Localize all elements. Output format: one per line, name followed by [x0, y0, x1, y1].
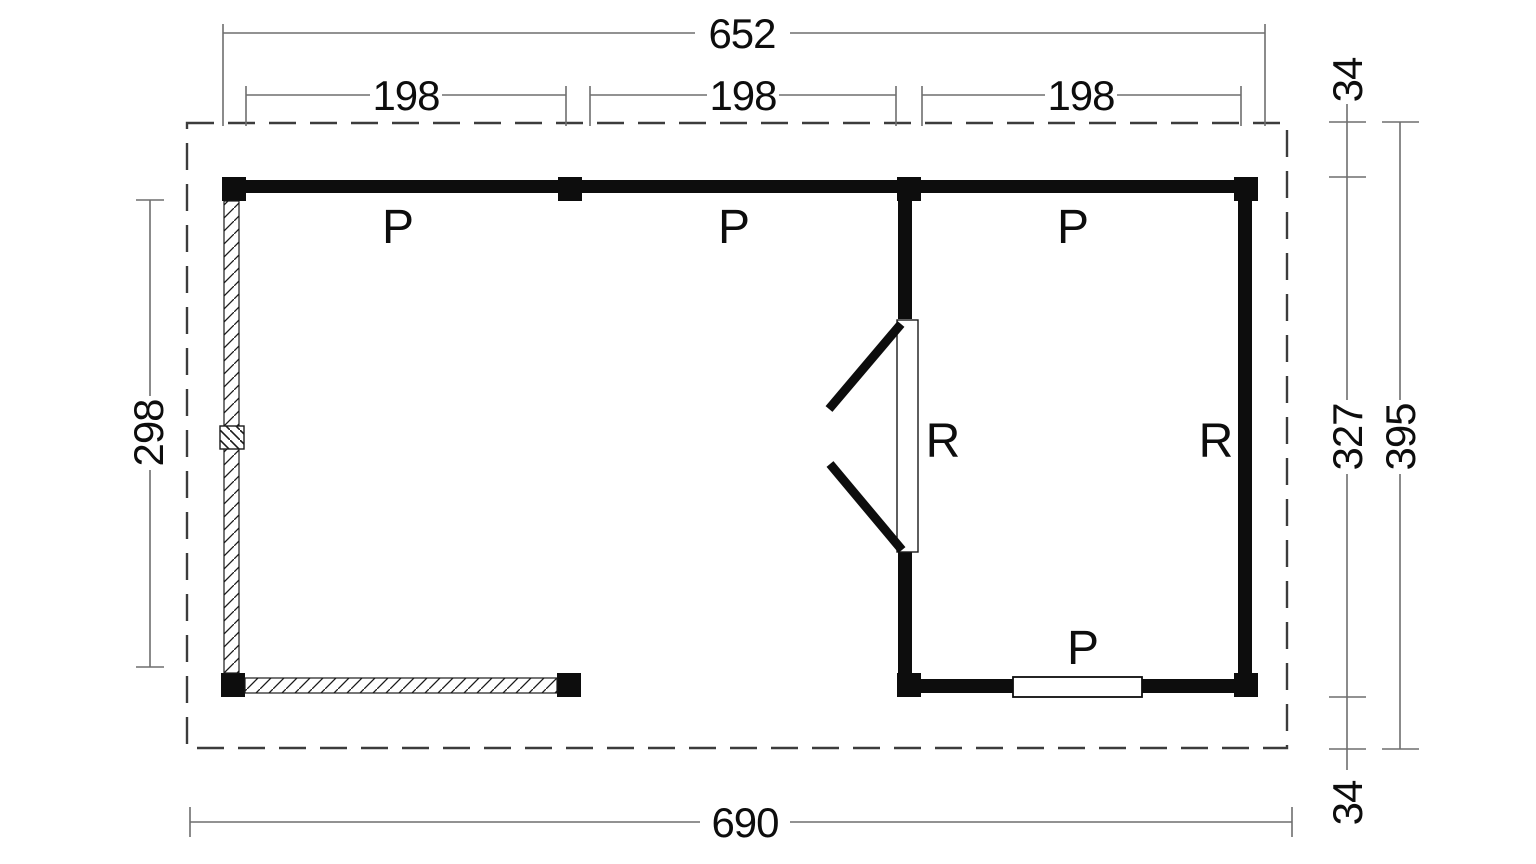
partition-wall-lower [898, 552, 912, 673]
dimension-value-bay-1: 198 [372, 72, 439, 119]
post-bottom-left [221, 673, 245, 697]
hatched-walls [219, 200, 558, 694]
left-wall-post-symbol [219, 425, 245, 450]
area-label-bay-top-left: P [382, 201, 414, 254]
post-bottom-right [1234, 673, 1258, 697]
dimension-left [136, 199, 164, 668]
post-top-mid-left [558, 177, 582, 201]
dimension-value-bay-3: 198 [1047, 72, 1114, 119]
area-label-bay-top-right: P [1057, 201, 1089, 254]
bottom-timber-wall [244, 677, 558, 694]
post-top-right [1234, 177, 1258, 201]
post-top-mid-right [897, 177, 921, 201]
solid-walls [221, 177, 1258, 697]
dimension-value-top-total: 652 [708, 10, 775, 57]
dimension-value-right-total-depth: 395 [1377, 403, 1424, 470]
area-label-room-at-door: R [926, 415, 961, 468]
dimension-value-left-depth: 298 [125, 399, 172, 466]
post-bottom-porch [557, 673, 581, 697]
dimension-value-bay-2: 198 [709, 72, 776, 119]
roof-outline-dashed [185, 121, 1289, 750]
dimension-right-inner [1329, 104, 1366, 770]
area-label-room-bottom: P [1067, 622, 1099, 675]
dimension-value-right-inner-depth: 327 [1324, 403, 1371, 470]
dimension-value-right-overhang-top: 34 [1324, 57, 1371, 102]
dimension-bottom-total [189, 807, 1293, 837]
door-leaf-bottom [826, 461, 906, 553]
area-label-room-at-right-wall: R [1199, 415, 1234, 468]
post-top-left [222, 177, 246, 201]
dimension-right-outer [1382, 121, 1419, 750]
door-leaf-top [825, 321, 905, 412]
dimension-value-right-overhang-bottom: 34 [1324, 780, 1371, 825]
door-frame [896, 319, 919, 553]
right-wall [1238, 201, 1252, 673]
post-bottom-mid [897, 673, 921, 697]
dimension-top-total [222, 24, 1266, 126]
partition-wall-upper [898, 201, 912, 319]
top-beam [222, 180, 1258, 193]
dimension-value-bottom-total: 690 [711, 799, 778, 846]
double-door-symbol [825, 319, 919, 553]
window-symbol [1012, 676, 1143, 698]
dimension-bays [245, 86, 1242, 126]
area-label-bay-top-middle: P [718, 201, 750, 254]
